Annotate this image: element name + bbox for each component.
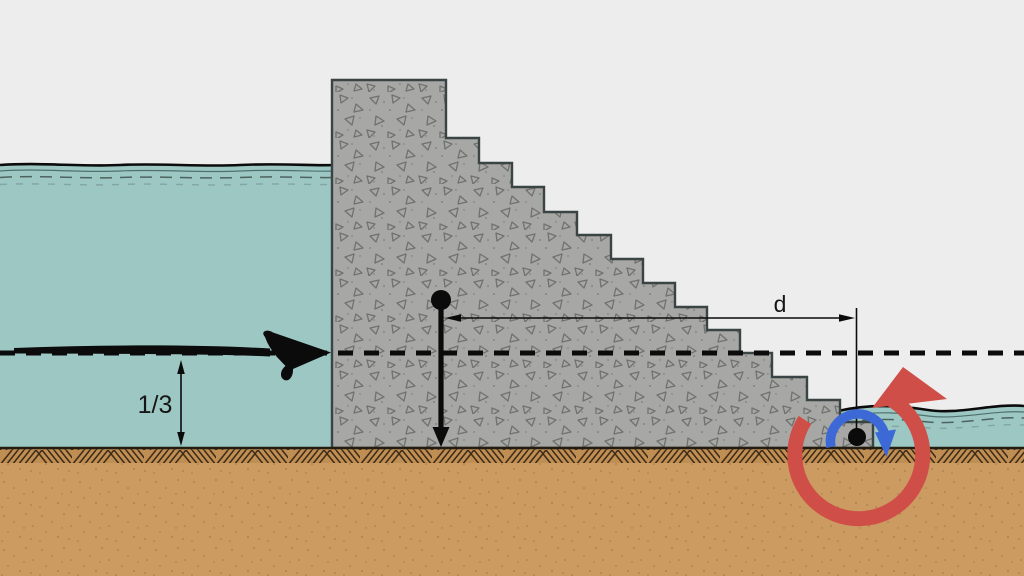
ground [0, 446, 1024, 576]
resultant-point [431, 290, 451, 310]
soil-hatch-lines [0, 448, 1024, 463]
upstream-water [0, 162, 334, 448]
one-third-label: 1/3 [138, 391, 173, 419]
blue-rotation-arc [825, 409, 890, 448]
red-rotation-arc [787, 393, 931, 527]
upstream-water-underline [0, 169, 334, 173]
flow-arrow [14, 330, 331, 381]
upstream-water-body [0, 165, 333, 448]
resultant-weight [431, 290, 451, 447]
blue-rotation-arrowhead-icon [875, 429, 896, 457]
flow-arrow-shaft [14, 345, 270, 357]
weight-arrow-head-icon [432, 427, 450, 447]
d-arrow-right-icon [839, 314, 855, 322]
red-rotation-arrowhead-icon [872, 367, 947, 408]
weight-arrow-shaft [438, 305, 444, 431]
downstream-water-surface-line [837, 404, 1024, 413]
toe-pivot-point [848, 428, 866, 446]
upstream-water-dashed-line-2 [0, 183, 334, 186]
downstream-water-dashed-line-2 [843, 423, 1024, 430]
flow-arrow-head [263, 330, 331, 381]
one-third-arrow-up-icon [177, 360, 185, 374]
stepped-dam [330, 78, 875, 450]
d-arrow-left-icon [445, 314, 461, 322]
one-third-dimension: 1/3 [138, 360, 185, 446]
one-third-arrow-down-icon [177, 432, 185, 446]
d-label: d [774, 291, 787, 317]
overturning-moment-arrow [825, 409, 896, 457]
upstream-water-surface-line [0, 162, 334, 167]
resisting-moment-arrow [787, 367, 947, 527]
upstream-water-dashed-line-1 [0, 175, 334, 179]
